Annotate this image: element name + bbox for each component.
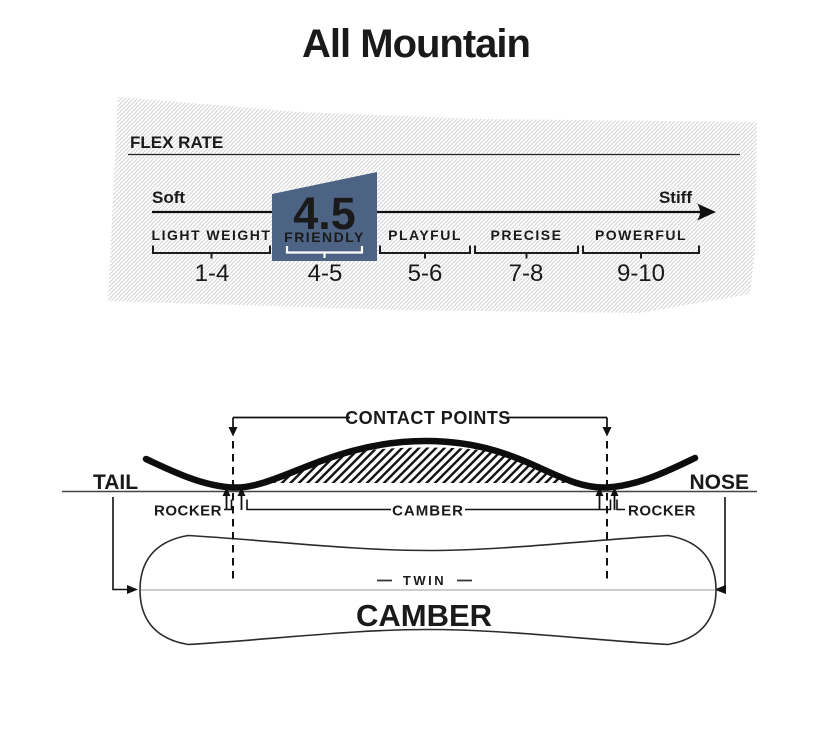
bracket-powerful xyxy=(582,245,700,259)
flex-value-bracket xyxy=(285,246,364,258)
flex-axis-arrowhead-icon xyxy=(697,203,716,221)
flex-value: 4.5 xyxy=(293,188,356,239)
camber-span-label: CAMBER xyxy=(392,503,464,520)
tail-pointer-arrowhead-icon xyxy=(127,585,138,594)
category-label-playful: PLAYFUL xyxy=(388,227,462,243)
rocker-left-label: ROCKER xyxy=(154,503,222,520)
range-friendly: 4-5 xyxy=(308,260,343,287)
range-powerful: 9-10 xyxy=(617,260,665,287)
bracket-playful xyxy=(379,245,471,259)
camber-span-line xyxy=(246,499,612,511)
page-title: All Mountain xyxy=(302,22,530,66)
camber-profile-section: CONTACT POINTS TAIL NOSE ROCKER CAMBER R… xyxy=(62,408,757,646)
tail-pointer-line xyxy=(112,497,127,591)
contact-point-down-arrow-left-icon xyxy=(228,427,238,437)
board-profile-curve xyxy=(142,437,699,491)
bracket-precise xyxy=(474,245,579,259)
stiff-label: Stiff xyxy=(659,188,692,207)
category-label-precise: PRECISE xyxy=(491,227,563,243)
range-playful: 5-6 xyxy=(408,260,443,287)
category-label-light-weight: LIGHT WEIGHT xyxy=(152,227,272,243)
rocker-right-connector xyxy=(616,499,625,511)
nose-pointer-arrowhead-icon xyxy=(714,585,726,594)
flex-rate-heading: FLEX RATE xyxy=(130,133,223,152)
rocker-right-label: ROCKER xyxy=(628,503,696,520)
contact-points-callout-lines xyxy=(232,416,608,427)
soft-label: Soft xyxy=(152,188,185,207)
category-label-powerful: POWERFUL xyxy=(595,227,687,243)
flex-value-badge xyxy=(272,172,377,261)
range-precise: 7-8 xyxy=(509,260,544,287)
flex-value-category-label: FRIENDLY xyxy=(284,229,365,245)
camber-profile-label: CAMBER xyxy=(356,598,492,633)
hatched-background xyxy=(108,97,757,313)
rocker-left-connector xyxy=(224,499,233,511)
range-light-weight: 1-4 xyxy=(195,260,230,287)
contact-up-arrows xyxy=(222,487,619,510)
bracket-light-weight xyxy=(152,245,271,259)
nose-pointer-line xyxy=(724,497,726,591)
contact-point-down-arrow-right-icon xyxy=(602,427,612,437)
nose-label: NOSE xyxy=(689,471,749,494)
contact-points-label: CONTACT POINTS xyxy=(345,408,511,428)
tail-label: TAIL xyxy=(93,471,138,494)
twin-label: TWIN xyxy=(403,573,446,588)
flex-rate-section: FLEX RATE Soft Stiff 4.5 FRIENDLY LIGHT … xyxy=(108,97,757,313)
